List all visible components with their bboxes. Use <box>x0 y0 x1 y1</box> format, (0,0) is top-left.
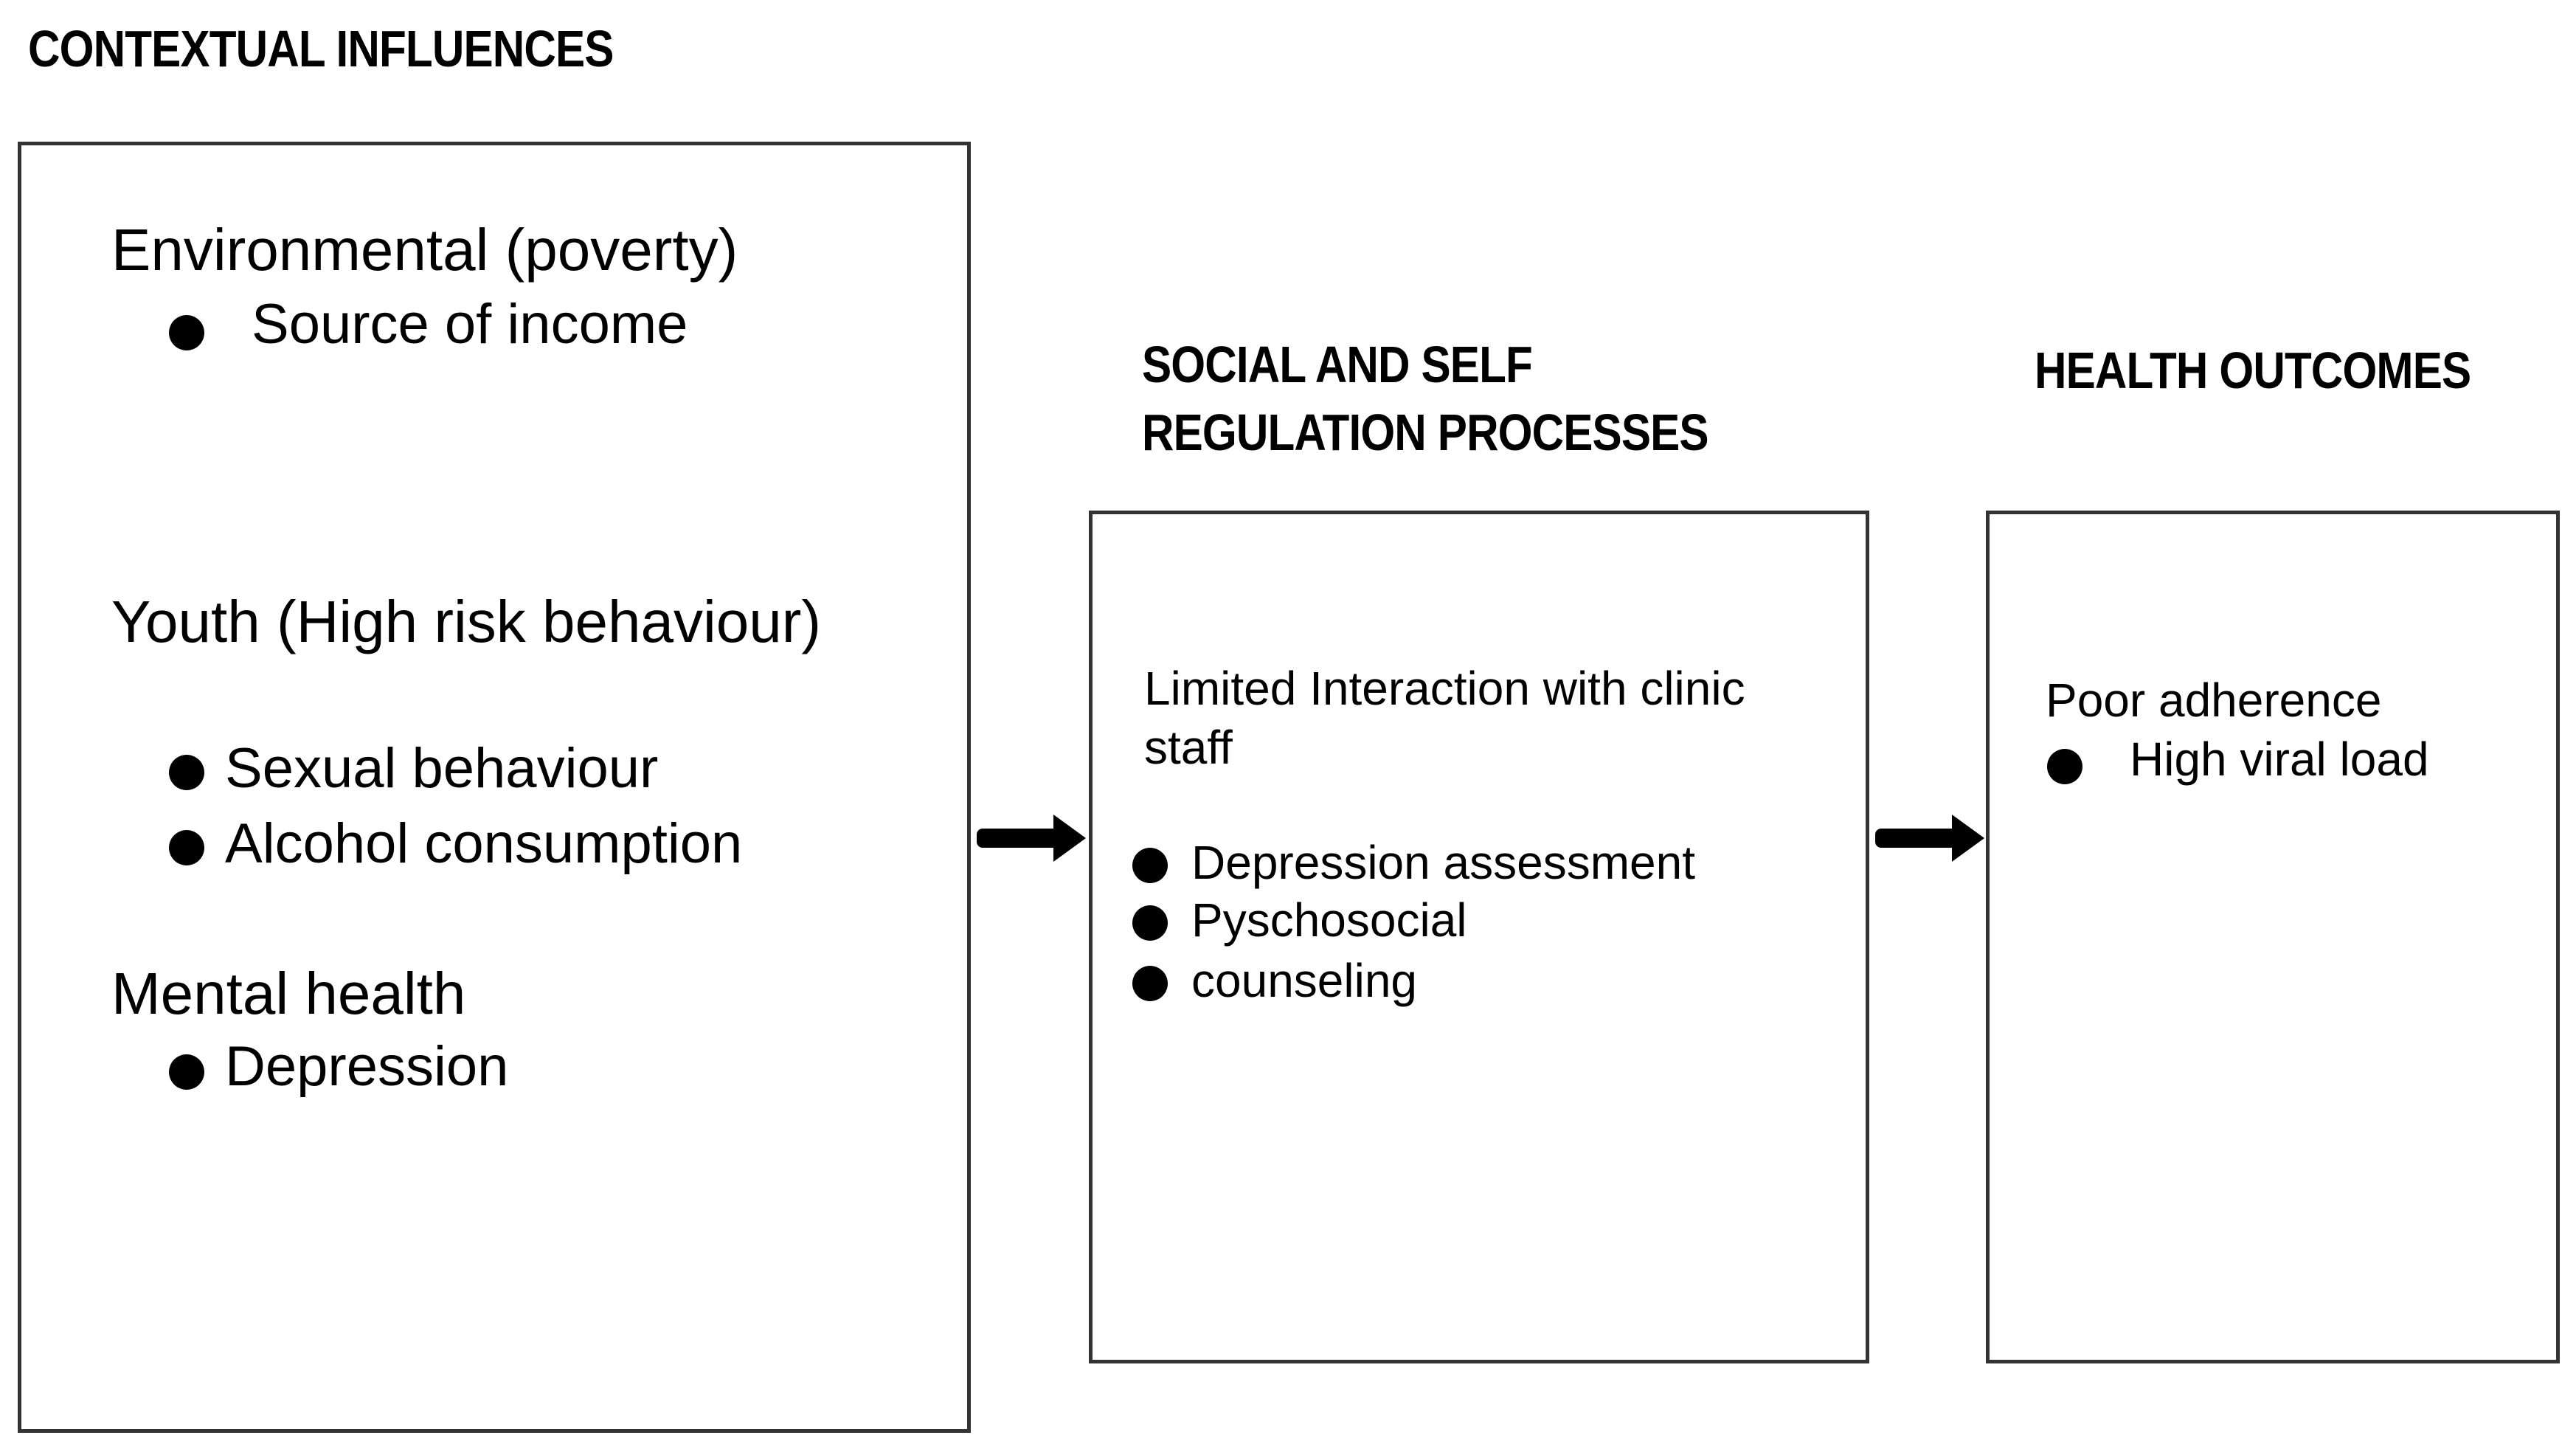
social-self-regulation-box: Limited Interaction with clinic staff De… <box>1089 511 1869 1363</box>
middle-item-depression-assessment: Depression assessment <box>1191 836 1695 889</box>
middle-title-line1: Limited Interaction with clinic <box>1144 662 1745 715</box>
arrow-right-icon <box>977 815 1086 862</box>
middle-title-line2: staff <box>1144 721 1233 774</box>
contextual-influences-box: Environmental (poverty) Source of income… <box>18 142 971 1433</box>
bullet-dot <box>169 830 204 865</box>
middle-item-pyschosocial: Pyschosocial <box>1191 893 1467 947</box>
right-item-high-viral-load: High viral load <box>2130 733 2429 786</box>
youth-title: Youth (High risk behaviour) <box>111 589 821 654</box>
heading-processes-line1: SOCIAL AND SELF <box>1142 336 1533 393</box>
heading-health-outcomes: HEALTH OUTCOMES <box>2035 342 2471 399</box>
mental-item-depression: Depression <box>225 1035 509 1098</box>
health-outcomes-box: Poor adherence High viral load <box>1986 511 2560 1363</box>
bullet-dot <box>1132 905 1168 941</box>
bullet-dot <box>169 1054 204 1090</box>
environmental-item-source-of-income: Source of income <box>252 293 688 356</box>
middle-item-counseling: counseling <box>1191 954 1417 1007</box>
heading-contextual-influences: CONTEXTUAL INFLUENCES <box>28 20 614 77</box>
youth-item-alcohol-consumption: Alcohol consumption <box>225 812 743 875</box>
heading-processes-line2: REGULATION PROCESSES <box>1142 404 1709 461</box>
right-title-poor-adherence: Poor adherence <box>2046 674 2382 727</box>
bullet-dot <box>2047 749 2082 784</box>
youth-item-sexual-behaviour: Sexual behaviour <box>225 737 659 800</box>
mental-health-title: Mental health <box>111 961 466 1026</box>
arrow-right-icon <box>1875 815 1984 862</box>
bullet-dot <box>169 755 204 790</box>
environmental-title: Environmental (poverty) <box>111 217 738 283</box>
bullet-dot <box>1132 966 1168 1001</box>
bullet-dot <box>169 315 204 350</box>
bullet-dot <box>1132 848 1168 883</box>
